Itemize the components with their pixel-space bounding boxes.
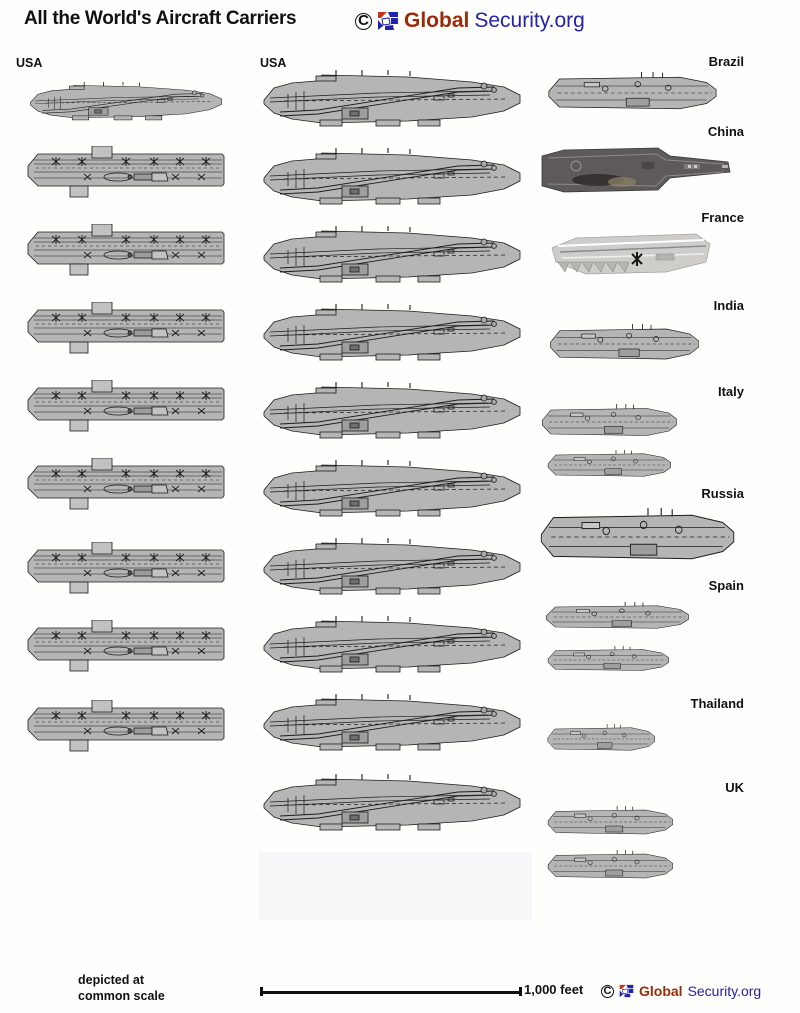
ship-spain-carrier-1 xyxy=(546,602,689,629)
column-heading-usa-left: USA xyxy=(16,56,43,70)
ship-row xyxy=(258,226,526,288)
ship-usa-assault xyxy=(27,380,225,432)
logo-word-security: Security.org xyxy=(687,983,762,999)
logo-word-security: Security.org xyxy=(474,9,585,32)
ship-row xyxy=(26,380,226,432)
ship-usa-supercarrier xyxy=(263,694,521,751)
ship-spain-carrier-2 xyxy=(547,646,669,671)
ship-france-carrier xyxy=(551,233,711,275)
ship-usa-supercarrier xyxy=(263,226,521,283)
ship-row xyxy=(258,616,526,678)
country-label-thailand: Thailand xyxy=(690,696,744,711)
ship-usa-supercarrier xyxy=(30,82,222,121)
page-title: All the World's Aircraft Carriers xyxy=(24,8,297,29)
ship-row xyxy=(548,324,700,364)
globalsecurity-logo-icon xyxy=(377,11,399,31)
ship-row xyxy=(546,450,672,480)
ship-row xyxy=(546,228,714,280)
ship-row xyxy=(540,404,678,440)
scale-note: depicted at common scale xyxy=(78,972,165,1004)
ship-usa-supercarrier xyxy=(263,382,521,439)
ship-row xyxy=(258,694,526,756)
ship-uk-carrier-1 xyxy=(547,806,673,835)
ship-usa-assault xyxy=(27,302,225,354)
country-label-france: France xyxy=(701,210,744,225)
ship-row xyxy=(546,850,674,882)
ship-usa-supercarrier xyxy=(263,460,521,517)
ship-row xyxy=(544,602,690,632)
ship-row xyxy=(258,148,526,210)
ship-row xyxy=(26,146,226,198)
ship-row xyxy=(26,542,226,594)
ship-usa-supercarrier xyxy=(263,148,521,205)
ship-usa-assault xyxy=(27,224,225,276)
country-label-brazil: Brazil xyxy=(708,54,744,69)
ship-usa-assault xyxy=(27,458,225,510)
ship-brazil-carrier xyxy=(548,72,717,110)
ship-row xyxy=(26,700,226,752)
ship-row xyxy=(26,302,226,354)
ship-usa-assault xyxy=(27,700,225,752)
ship-usa-supercarrier xyxy=(263,774,521,831)
ship-usa-assault xyxy=(27,146,225,198)
ship-italy-carrier-1 xyxy=(541,404,677,436)
logo-word-global: Global xyxy=(639,983,683,999)
ship-row xyxy=(546,806,674,838)
ship-italy-carrier-2 xyxy=(547,450,671,477)
ship-thailand-carrier xyxy=(547,724,656,751)
ship-row xyxy=(546,724,656,754)
ship-row xyxy=(26,82,226,124)
ship-usa-supercarrier xyxy=(263,616,521,673)
ship-row xyxy=(538,508,736,566)
image-placeholder-block xyxy=(258,852,532,920)
country-label-china: China xyxy=(707,124,744,139)
ship-row xyxy=(26,620,226,672)
country-label-russia: Russia xyxy=(701,486,744,501)
ship-uk-carrier-2 xyxy=(547,850,673,879)
ship-row xyxy=(26,224,226,276)
ship-row xyxy=(258,538,526,600)
ship-row xyxy=(546,646,670,674)
scale-note-line2: common scale xyxy=(78,989,165,1003)
page-footer: depicted at common scale xyxy=(0,960,800,1013)
column-heading-usa-middle: USA xyxy=(260,56,287,70)
ship-row xyxy=(258,304,526,366)
ship-usa-assault xyxy=(27,542,225,594)
ship-usa-supercarrier xyxy=(263,304,521,361)
ship-usa-assault xyxy=(27,620,225,672)
ship-china-carrier xyxy=(541,147,731,193)
page-header: All the World's Aircraft Carriers C Glob… xyxy=(0,0,800,44)
country-label-india: India xyxy=(713,298,744,313)
country-label-italy: Italy xyxy=(717,384,744,399)
scale-bar xyxy=(260,987,522,996)
ship-russia-carrier xyxy=(540,508,735,560)
ship-row xyxy=(258,460,526,522)
scale-value-label: 1,000 feet xyxy=(524,982,584,997)
ship-india-carrier xyxy=(550,324,699,360)
ship-row xyxy=(26,458,226,510)
globalsecurity-logo-icon xyxy=(619,984,634,998)
country-label-spain: Spain xyxy=(708,578,744,593)
country-label-uk: UK xyxy=(725,780,744,795)
ship-row xyxy=(258,70,526,132)
scale-note-line1: depicted at xyxy=(78,973,144,987)
ship-row xyxy=(538,142,734,198)
ship-usa-supercarrier xyxy=(263,538,521,595)
ship-row xyxy=(258,774,526,836)
ship-row xyxy=(546,72,718,114)
ship-row xyxy=(258,382,526,444)
logo-word-global: Global xyxy=(404,9,470,32)
copyright-icon: C xyxy=(601,984,614,998)
ship-usa-supercarrier xyxy=(263,70,521,127)
copyright-icon: C xyxy=(355,12,372,30)
